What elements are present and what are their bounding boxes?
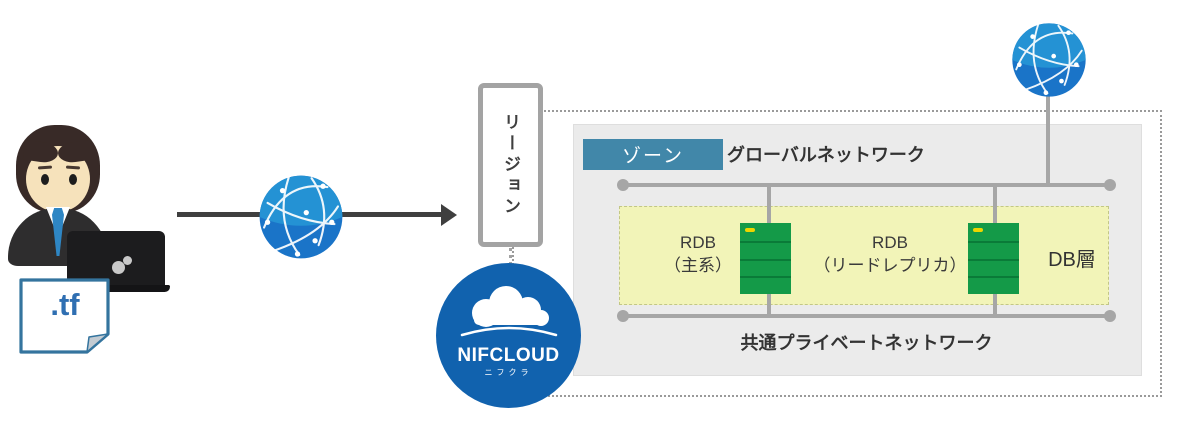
- global-network-endpoint-right: [1104, 179, 1116, 191]
- region-dotted-border: [512, 110, 1162, 397]
- rdb-primary-database-icon: [740, 223, 791, 294]
- global-network-line: [623, 183, 1110, 187]
- internet-globe-icon: [259, 175, 343, 259]
- global-network-endpoint-left: [617, 179, 629, 191]
- db-tier-box: [619, 206, 1109, 305]
- rdb-primary-role: （主系）: [664, 256, 732, 275]
- person-eye: [69, 174, 77, 185]
- rdb-replica-name: RDB: [872, 233, 908, 252]
- region-label: リージョン: [501, 112, 520, 218]
- nifcloud-logo: NIFCLOUD ニフクラ: [436, 263, 581, 408]
- zone-badge: ゾーン: [583, 139, 723, 170]
- region-box: リージョン: [478, 83, 543, 247]
- rdb-replica-role: （リードレプリカ）: [813, 256, 967, 275]
- database-led-icon: [973, 228, 983, 232]
- tf-file-icon: .tf: [19, 278, 110, 354]
- internet-globe-icon: [1012, 23, 1086, 97]
- rdb-replica-label: RDB （リードレプリカ）: [795, 231, 985, 277]
- nifcloud-wordmark: NIFCLOUD: [457, 345, 560, 366]
- cloud-icon: [460, 286, 558, 337]
- region-nifcloud-connector: [509, 248, 512, 265]
- internet-connector-line: [1046, 94, 1050, 186]
- private-network-line: [623, 314, 1110, 318]
- laptop-icon: [67, 231, 165, 285]
- rdb-primary-name: RDB: [680, 233, 716, 252]
- zone-label: ゾーン: [621, 146, 685, 167]
- nifcloud-kana: ニフクラ: [484, 368, 533, 377]
- private-network-endpoint-left: [617, 310, 629, 322]
- private-network-endpoint-right: [1104, 310, 1116, 322]
- rdb-primary-label: RDB （主系）: [648, 231, 748, 277]
- deploy-arrow-head: [441, 204, 457, 226]
- person-eye: [41, 174, 49, 185]
- tf-file-label: .tf: [50, 287, 80, 322]
- db-tier-label: DB層: [1048, 249, 1096, 271]
- private-network-label: 共通プライベートネットワーク: [740, 333, 993, 353]
- rdb-replica-database-icon: [968, 223, 1019, 294]
- database-led-icon: [745, 228, 755, 232]
- global-network-label: グローバルネットワーク: [727, 145, 925, 165]
